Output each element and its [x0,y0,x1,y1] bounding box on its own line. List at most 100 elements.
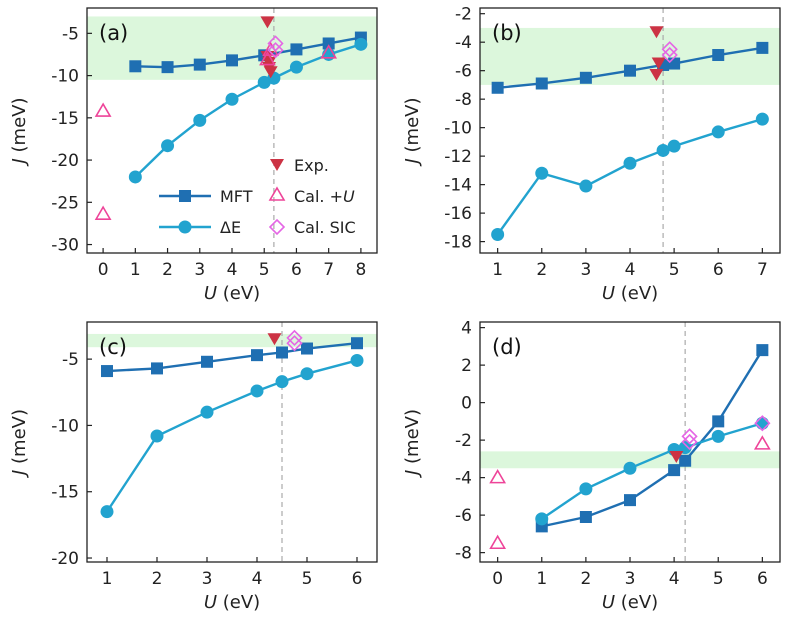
panel-d-series-exp-point [669,451,684,463]
legend-mft-label: MFT [220,187,253,206]
panel-a-series-mft-point [129,60,142,73]
panel-d-x-tick-label: 3 [625,569,636,589]
panel-a-x-tick-label: 7 [323,260,334,280]
legend-mft-marker [179,190,191,202]
panel-b-series-deltae-point [535,166,549,180]
panel-b-series-deltae-point [755,112,769,126]
panel-b-series-deltae-point [656,143,670,157]
panel-d-x-tick-label: 1 [536,569,547,589]
panel-c-y-tick-label: -20 [51,549,79,569]
panel-d-y-axis-label-unit: (meV) [402,409,423,470]
legend-cal-u: Cal. +U [268,186,355,206]
panel-a-series-deltae-point [193,113,207,127]
panel-b-series-deltae-point [579,179,593,193]
panel-b-x-axis-label: U (eV) [602,283,658,304]
panel-b-panel-label: (b) [492,21,522,45]
panel-c-y-axis-label-var: J [9,470,30,478]
panel-a-panel-label: (a) [99,21,128,45]
panel-a-series-deltae-point [161,139,175,153]
panel-a-x-tick-label: 5 [259,260,270,280]
panel-d-x-tick-label: 2 [580,569,591,589]
panel-b-series-deltae-point [623,156,637,170]
panel-d-series-mft-point [668,464,681,477]
panel-b-y-axis-label-unit: (meV) [402,97,423,158]
panel-b-y-tick-label: -2 [455,5,472,25]
panel-d-x-tick-label: 0 [492,569,503,589]
panel-a-series-cal-u-point [259,50,276,66]
panel-b-x-tick-label: 4 [625,260,636,280]
panel-c-x-tick-label: 3 [202,569,213,589]
panel-d-series-mft-line [541,349,764,528]
panel-c-series-mft-point [301,342,313,355]
panel-d-series-deltae-point [711,429,725,443]
panel-a-series-deltae-point [225,92,239,106]
panel-a-x-tick-label: 4 [227,260,238,280]
panel-b-series-mft-point [491,81,504,94]
panel-c-frame [86,321,378,563]
legend-cal-u-prefix: Cal. + [294,187,343,206]
panel-c-series-mft-point [276,346,288,359]
panel-c-series-deltae-point [300,367,314,381]
panel-a-series-deltae-point [128,170,142,184]
panel-b-series-deltae-point [711,125,725,139]
panel-c-series-mft-point [151,362,163,375]
panel-b-y-tick-label: -4 [455,33,472,53]
panel-d-exp-range-band [480,451,780,469]
panel-a-x-tick-label: 3 [194,260,205,280]
panel-c-panel-label: (c) [99,335,127,359]
legend-cal-u-label: Cal. +U [294,187,355,206]
panel-a-x-tick-label: 1 [130,260,141,280]
panel-c-x-axis-label-var: U [204,592,217,613]
panel-b-x-tick-label: 1 [492,260,503,280]
panel-c-y-tick-label: -15 [51,483,79,503]
legend: Exp. MFT ΔE Cal. +U Cal. SIC [159,156,356,237]
panel-d-series-deltae-point [755,416,769,430]
panel-a-series-cal-sic-point [267,42,284,59]
panel-d-x-tick-label: 4 [669,569,680,589]
panel-a-y-tick-label: -25 [51,193,79,213]
panel-b-series-mft-point [579,71,592,84]
legend-cal-sic-label: Cal. SIC [294,218,356,237]
panel-a-y-tick-label: -10 [51,67,79,87]
panel-b-x-axis-label-var: U [602,283,615,304]
panel-d-series-deltae-line [541,422,763,520]
panel-c-series-cal-sic-point [286,329,303,347]
panel-c-series-mft-point [351,337,363,350]
panel-a-y-tick-label: -30 [51,236,79,256]
panel-b-y-axis-label-var: J [402,158,423,166]
panel-c-x-tick-label: 5 [302,569,313,589]
panel-b-x-axis-label-unit: (eV) [615,283,658,304]
panel-a-y-axis-label-unit: (meV) [9,97,30,158]
panel-b-series-mft-point [668,57,681,70]
panel-b-y-tick-label: -14 [444,176,472,196]
panel-a-series-mft-point [322,37,335,50]
panel-a-y-tick-label: -15 [51,109,79,129]
panel-a-series-mft-point [193,58,206,71]
panel-c-series-exp-point [267,333,282,346]
panel-c-series-deltae-point [350,353,364,367]
panel-b-y-axis-label: J (meV) [402,97,423,166]
panel-b-series-mft-point [624,64,636,77]
panel-b-series-mft-point [756,41,769,54]
panel-a-series-exp-point [263,66,278,79]
panel-b-x-tick-label: 7 [757,260,768,280]
panel-a-y-tick-label: -20 [51,151,79,171]
panel-b-y-tick-label: -16 [444,204,472,224]
panel-d-series-deltae-point [579,482,593,496]
panel-d-y-tick-label: -2 [455,431,472,451]
panel-b-series-exp-point [651,57,666,70]
panel-c-series-deltae-point [200,405,214,419]
legend-cal-sic-marker [268,218,286,236]
panel-a-y-tick-label: -5 [62,24,79,44]
panel-a-x-axis-label-unit: (eV) [217,283,260,304]
panel-d-series-mft-point [579,511,592,523]
panel-b-x-tick-label: 6 [713,260,724,280]
panel-c-series-deltae-point [100,505,114,519]
panel-a-series-mft-point [290,43,303,56]
panel-d-panel-label: (d) [492,335,522,359]
panel-c-x-tick-label: 2 [152,569,163,589]
panel-d-series-cal-u-point [489,469,507,484]
panel-c-x-tick-label: 1 [102,569,113,589]
